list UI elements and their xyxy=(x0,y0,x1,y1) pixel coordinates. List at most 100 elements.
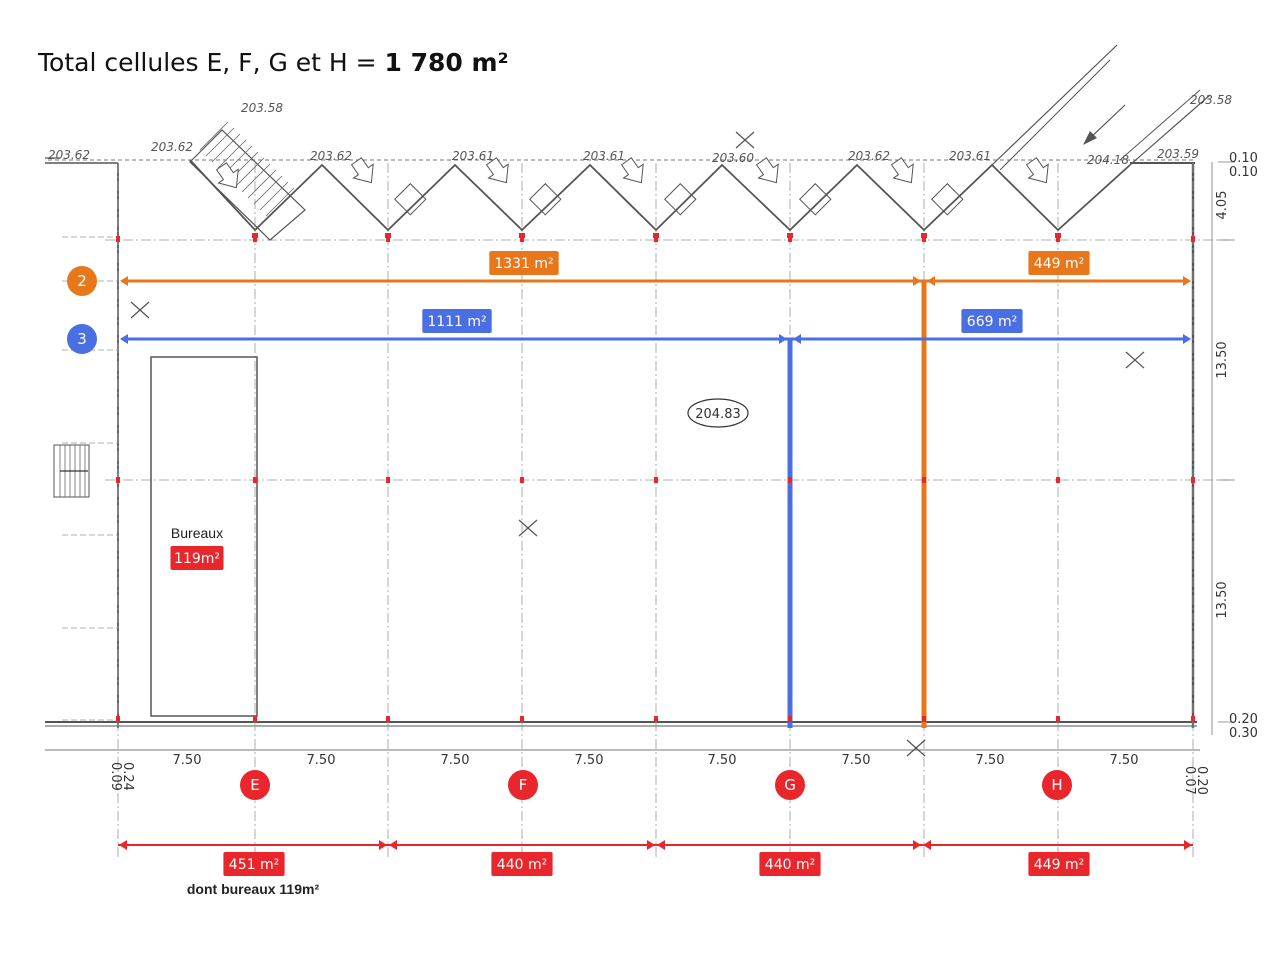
cell-area-2: 440 m² xyxy=(765,857,815,873)
right-dim-5: 0.20 xyxy=(1229,712,1258,727)
bottom-dot-5 xyxy=(788,716,792,722)
bottom-dot-4 xyxy=(654,716,658,722)
bay-dim-1: 7.50 xyxy=(307,753,336,768)
top-dot-5 xyxy=(788,236,792,242)
row-2-area-0: 1331 m² xyxy=(494,256,553,272)
row-2-arrow-mid-r xyxy=(927,276,935,286)
ramp-arrow-head xyxy=(1083,131,1097,145)
spot-level-ellipse xyxy=(687,398,749,428)
row-3-arrow-mid-l xyxy=(779,334,787,344)
cell-arrow-l-3 xyxy=(923,840,931,850)
x-mark-3-b xyxy=(1125,351,1145,369)
top-dot-6 xyxy=(922,236,926,242)
row-2-area-1: 449 m² xyxy=(1034,256,1084,272)
row-3-area-1: 669 m² xyxy=(967,314,1017,330)
bay-dim-4: 7.50 xyxy=(708,753,737,768)
title-total: 1 780 m² xyxy=(384,48,509,77)
bottom-dot-6 xyxy=(922,716,926,722)
row-marker-3: 3 xyxy=(77,330,87,348)
roof-arrow-0 xyxy=(350,157,374,184)
stair-step-2 xyxy=(211,133,241,163)
roof-arrow-1 xyxy=(485,157,509,184)
column-E-label: E xyxy=(250,776,259,794)
column-H-circle xyxy=(1042,770,1072,800)
row-2-arrow-mid-l xyxy=(913,276,921,286)
row-3-arrow-mid-r xyxy=(793,334,801,344)
column-E-circle xyxy=(240,770,270,800)
right-dim-4: 13.50 xyxy=(1215,581,1230,618)
top-dot-1 xyxy=(253,236,257,242)
row-3-area-1-bg xyxy=(961,309,1023,333)
elevation-label-8: 203.61 xyxy=(949,149,991,163)
roof-arrow-2 xyxy=(620,157,644,184)
roof-hatch-3 xyxy=(799,183,832,216)
cell-area-0: 451 m² xyxy=(229,857,279,873)
column-marker-7 xyxy=(653,233,659,238)
top-dot-8 xyxy=(1191,236,1195,242)
bureaux-note: dont bureaux 119m² xyxy=(187,881,320,897)
row-2-arrow-right xyxy=(1183,276,1191,286)
cell-arrow-r-2 xyxy=(647,840,655,850)
roof-arrow-5 xyxy=(1025,157,1049,184)
bottom-dot-2 xyxy=(386,716,390,722)
x-mark-5-b xyxy=(906,739,926,757)
top-dot-2 xyxy=(386,236,390,242)
right-dim-2: 4.05 xyxy=(1215,191,1230,220)
top-dot-0 xyxy=(116,236,120,242)
bay-dim-2: 7.50 xyxy=(441,753,470,768)
elevation-label-4: 203.61 xyxy=(452,149,494,163)
right-dim-0: 0.10 xyxy=(1229,151,1258,166)
bay-dim-5: 7.50 xyxy=(842,753,871,768)
stair-step-8 xyxy=(247,169,277,199)
column-G-circle xyxy=(775,770,805,800)
x-mark-1-b xyxy=(130,301,150,319)
row-3-arrow-left xyxy=(120,334,128,344)
elevation-label-6: 203.60 xyxy=(712,151,754,165)
elevation-label-0: 203.62 xyxy=(48,148,90,162)
row-3-area-0: 1111 m² xyxy=(427,314,486,330)
page-title: Total cellules E, F, G et H = 1 780 m² xyxy=(38,48,509,77)
roof-arrow-3 xyxy=(755,157,779,184)
cell-area-2-bg xyxy=(759,852,821,876)
right-dim-3: 13.50 xyxy=(1215,341,1230,378)
end-dim-1: 0.20 xyxy=(1194,766,1209,795)
bottom-dot-0 xyxy=(116,716,120,722)
roof-hatch-0 xyxy=(394,183,427,216)
elevation-label-1: 203.62 xyxy=(151,140,193,154)
elevation-label-9: 204.18 xyxy=(1087,153,1129,167)
bureaux-label: Bureaux xyxy=(171,525,223,541)
bay-dim-7: 7.50 xyxy=(1110,753,1139,768)
x-mark-4-b xyxy=(518,519,538,537)
top-dot-7 xyxy=(1056,236,1060,242)
column-F-circle xyxy=(508,770,538,800)
mid-dot-8 xyxy=(1191,477,1195,483)
cell-area-1: 440 m² xyxy=(497,857,547,873)
row-marker-3-circle xyxy=(67,324,97,354)
column-marker-3 xyxy=(385,233,391,238)
bottom-dot-1 xyxy=(253,716,257,722)
top-dot-3 xyxy=(520,236,524,242)
elevation-label-3: 203.62 xyxy=(310,149,352,163)
stair-step-6 xyxy=(235,157,265,187)
cell-arrow-r-1 xyxy=(379,840,387,850)
ramp-arrow-shaft xyxy=(1087,104,1126,141)
cell-area-3-bg xyxy=(1028,852,1090,876)
cell-arrow-r-4 xyxy=(1184,840,1192,850)
stair-step-10 xyxy=(259,181,289,211)
ramp-1a xyxy=(991,44,1118,166)
cell-area-3: 449 m² xyxy=(1034,857,1084,873)
right-dim-1: 0.10 xyxy=(1229,165,1258,180)
end-dim-0: 0.07 xyxy=(1182,766,1197,795)
plan-base xyxy=(45,44,1235,860)
row-marker-2-circle xyxy=(67,266,97,296)
column-marker-1 xyxy=(252,233,258,238)
cell-arrow-l-0 xyxy=(119,840,127,850)
elevation-label-7: 203.62 xyxy=(848,149,890,163)
left-dim-0: 0.09 xyxy=(108,762,123,791)
external-stair xyxy=(189,129,306,241)
mid-dot-5 xyxy=(788,477,792,483)
column-H-label: H xyxy=(1051,776,1062,794)
column-marker-13 xyxy=(1055,233,1061,238)
cell-arrow-l-2 xyxy=(657,840,665,850)
